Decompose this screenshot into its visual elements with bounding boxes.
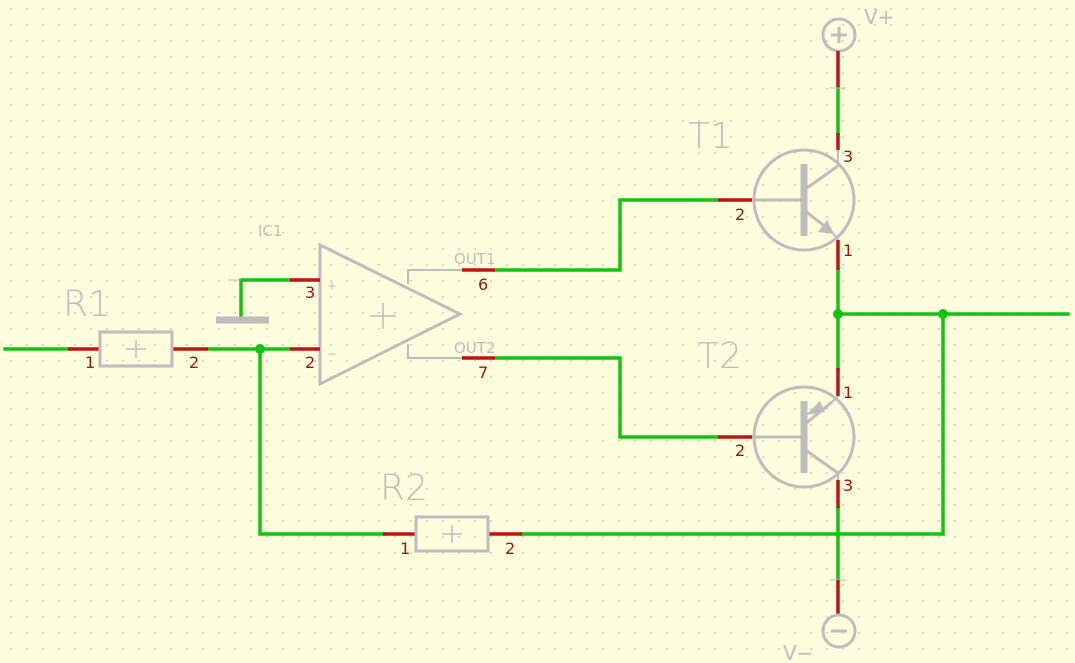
- r2-pin2-number: 2: [505, 539, 515, 558]
- supply-negative[interactable]: V−: [783, 579, 857, 663]
- ic1-out2-label: OUT2: [454, 339, 496, 357]
- t1-designator: T1: [688, 116, 733, 157]
- t2-emitter-tail: [831, 395, 839, 403]
- junction-minus-node: [255, 344, 265, 354]
- ic1-pin-plus-number: 3: [305, 283, 315, 302]
- supply-positive-label: V+: [864, 5, 894, 29]
- wire-out1-to-t1-base[interactable]: [493, 198, 720, 272]
- supply-negative-circle: [821, 613, 857, 649]
- t1-emitter-number: 1: [843, 241, 853, 260]
- resistor-r2[interactable]: R2 1 2: [380, 468, 522, 558]
- ic1-pin-minus-number: 2: [305, 353, 315, 372]
- wire-feedback-left[interactable]: [258, 347, 387, 536]
- ic1-out1-pin-number: 6: [478, 275, 488, 294]
- resistor-r1[interactable]: R1 1 2: [63, 284, 208, 372]
- t2-emitter-number: 1: [843, 383, 853, 402]
- ic1-minus-sign: −: [327, 347, 337, 361]
- r2-pin1-number: 1: [400, 539, 410, 558]
- supply-negative-label: V−: [783, 641, 813, 663]
- wire-feedback-right[interactable]: [520, 312, 945, 536]
- ic1-plus-sign: +: [327, 279, 337, 293]
- t2-designator: T2: [697, 336, 742, 377]
- r2-body: [414, 515, 490, 553]
- t1-emitter-tail: [831, 231, 839, 241]
- r1-designator: R1: [63, 284, 111, 325]
- ic1-out2-leg: [407, 344, 462, 359]
- ground-symbol[interactable]: [216, 279, 269, 324]
- t2-emitter-arrow: [806, 401, 825, 415]
- ic1-designator: IC1: [258, 222, 282, 240]
- r1-body: [98, 330, 174, 368]
- t2-emitter-lead: [803, 400, 833, 427]
- junction-output-node: [833, 309, 843, 319]
- t2-collector-lead: [803, 447, 839, 475]
- t1-collector-number: 3: [843, 147, 853, 166]
- opamp-ic1[interactable]: IC1 3 + 2 − OUT1 6 OUT2 7: [258, 222, 496, 387]
- transistor-t1[interactable]: T1 3 2 1: [688, 116, 856, 270]
- ic1-out2-pin-number: 7: [478, 363, 488, 382]
- t2-collector-number: 3: [843, 476, 853, 495]
- t1-emitter-arrow: [818, 220, 834, 234]
- r2-designator: R2: [380, 468, 428, 509]
- supply-positive[interactable]: V+: [821, 5, 894, 89]
- junction-feedback-node: [938, 309, 948, 319]
- ic1-out1-label: OUT1: [454, 250, 496, 268]
- wire-plus-to-ground[interactable]: [239, 278, 292, 320]
- t1-collector-lead: [803, 164, 839, 192]
- wires: [3, 86, 1070, 582]
- t1-base-number: 2: [735, 205, 745, 224]
- wire-out2-to-t2-base[interactable]: [493, 356, 720, 439]
- ic1-out1-leg: [407, 269, 462, 284]
- ic1-triangle: [318, 242, 464, 387]
- transistor-t2[interactable]: T2 1 2 3: [697, 336, 856, 508]
- r1-pin1-number: 1: [85, 353, 95, 372]
- t2-base-number: 2: [735, 441, 745, 460]
- r1-pin2-number: 2: [189, 353, 199, 372]
